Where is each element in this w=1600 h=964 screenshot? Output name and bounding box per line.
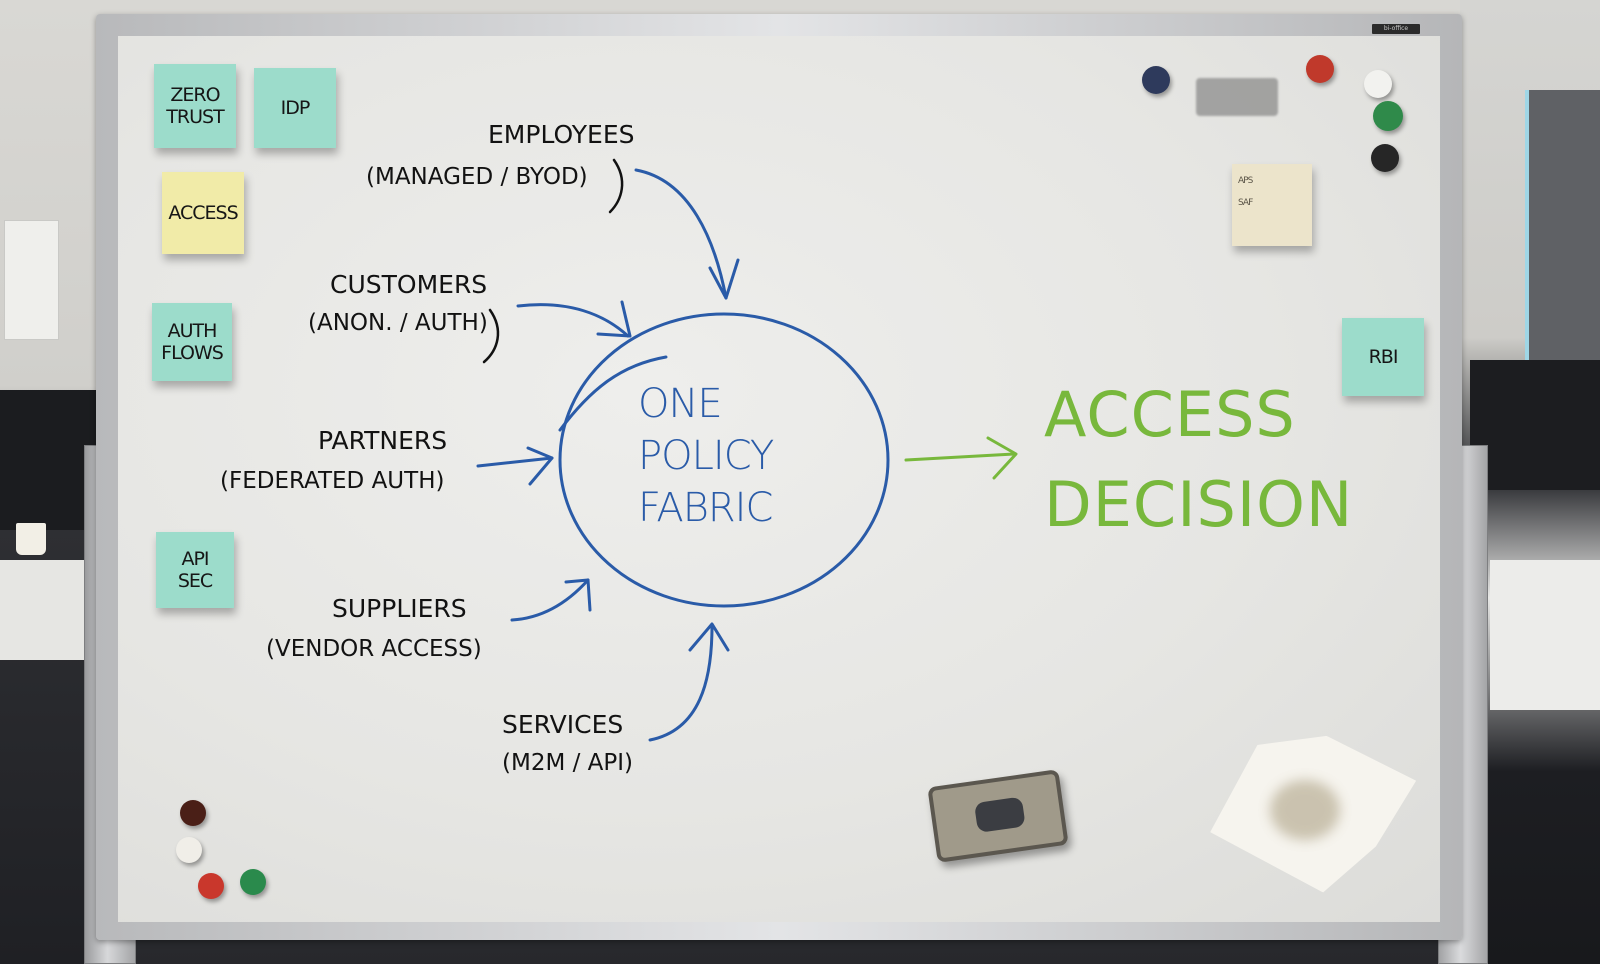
magnet-white[interactable] <box>1364 70 1392 98</box>
sticky-note-label: ZERO TRUST <box>166 84 224 128</box>
source-label-customers: CUSTOMERS <box>330 270 488 299</box>
paper-cup <box>16 523 46 555</box>
sticky-note-access: ACCESS <box>162 172 244 254</box>
sticky-note-zero-trust: ZERO TRUST <box>154 64 236 148</box>
sticky-note-smudged: APS SAF <box>1232 164 1312 246</box>
sticky-note-label: ACCESS <box>168 202 238 224</box>
magnet-navy[interactable] <box>1142 66 1170 94</box>
ceiling <box>0 0 1600 18</box>
brand-tag: bi-office <box>1372 24 1420 34</box>
magnet-black[interactable] <box>1371 144 1399 172</box>
sticky-note-rbi: RBI <box>1342 318 1424 396</box>
magnet-white[interactable] <box>176 837 202 863</box>
desk-right <box>1490 560 1600 710</box>
window-blind <box>1525 90 1600 370</box>
ink-smudge <box>1196 78 1278 116</box>
source-label-employees: EMPLOYEES <box>488 120 635 149</box>
sticky-note-label: IDP <box>280 97 311 119</box>
sticky-note-label: APS SAF <box>1238 176 1253 208</box>
sticky-note-label: AUTH FLOWS <box>161 320 224 364</box>
magnet-brown[interactable] <box>180 800 206 826</box>
monitor-right <box>1470 360 1600 490</box>
source-label-services: SERVICES <box>502 710 624 739</box>
sticky-note-auth-flows: AUTH FLOWS <box>152 303 232 381</box>
paper-towel-stain <box>1270 780 1340 840</box>
magnet-green[interactable] <box>1373 101 1403 131</box>
sticky-note-idp: IDP <box>254 68 336 148</box>
source-label-partners: PARTNERS <box>318 426 448 455</box>
sticky-note-label: RBI <box>1368 346 1399 368</box>
source-label-suppliers: SUPPLIERS <box>332 594 467 623</box>
wall-paper-notes <box>4 220 59 340</box>
output-label-access-decision: ACCESS DECISION <box>1044 378 1354 541</box>
magnet-green[interactable] <box>240 869 266 895</box>
source-sublabel-customers: (ANON. / AUTH) <box>308 310 488 336</box>
sticky-note-api-sec: API SEC <box>156 532 234 608</box>
center-label-policy-fabric: ONE POLICY FABRIC <box>638 381 774 531</box>
source-sublabel-employees: (MANAGED / BYOD) <box>366 164 588 190</box>
source-sublabel-services: (M2M / API) <box>502 750 634 776</box>
sticky-note-label: API SEC <box>177 548 213 592</box>
magnet-red[interactable] <box>198 873 224 899</box>
magnet-red[interactable] <box>1306 55 1334 83</box>
source-sublabel-suppliers: (VENDOR ACCESS) <box>266 636 482 662</box>
source-sublabel-partners: (FEDERATED AUTH) <box>220 468 445 494</box>
